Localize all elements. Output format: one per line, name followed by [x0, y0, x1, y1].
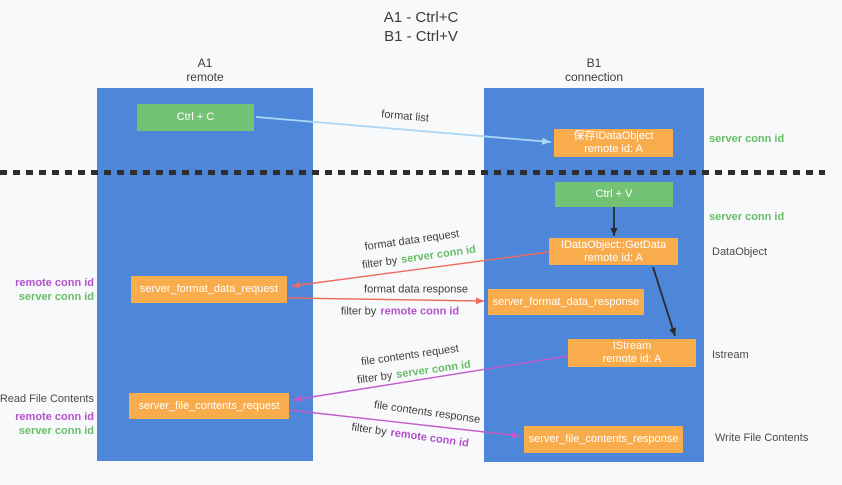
label-dataobject: DataObject — [712, 246, 768, 258]
node-istream-line1: IStream — [612, 340, 652, 352]
label-istream: Istream — [712, 349, 749, 361]
node-ctrl-v: Ctrl + V — [555, 182, 673, 207]
label-read-file-contents: Read File Contents — [0, 393, 94, 405]
lane-header-b1: B1 connection — [484, 56, 704, 84]
node-server-format-data-request: server_format_data_request — [131, 276, 287, 303]
node-file-request-label: server_file_contents_request — [138, 399, 280, 412]
node-istream: IStream remote id: A — [568, 339, 696, 367]
label-server-conn-id-left-mid: server conn id — [18, 291, 94, 303]
node-ctrl-c-label: Ctrl + C — [176, 111, 215, 123]
node-getdata-line2: remote id: A — [584, 251, 643, 264]
node-save-idataobject-line1: 保存IDataObject — [573, 130, 654, 142]
lane-b1-name: B1 — [586, 56, 602, 70]
label-server-conn-id-right-top: server conn id — [709, 133, 785, 145]
arrow-format-data-response — [287, 297, 485, 305]
label-server-conn-id-right-mid: server conn id — [709, 211, 785, 223]
node-file-response-label: server_file_contents_response — [528, 433, 679, 445]
label-remote-conn-id-text-1: remote conn id — [380, 305, 460, 318]
arrow-file-contents-request — [292, 355, 569, 403]
node-getdata-line1: IDataObject::GetData — [560, 238, 667, 251]
label-remote-conn-id-left-bottom: remote conn id — [15, 411, 94, 423]
label-format-data-response: format data response — [364, 283, 468, 296]
dotted-separator-line — [0, 170, 825, 175]
label-server-conn-id-left-bottom: server conn id — [18, 425, 94, 437]
lane-b1-subtitle: connection — [564, 70, 624, 84]
label-remote-conn-id-left-mid: remote conn id — [15, 277, 94, 289]
arrow-format-data-request — [291, 251, 550, 289]
node-ctrl-c: Ctrl + C — [137, 104, 254, 131]
arrow-getdata-to-istream — [652, 266, 676, 337]
node-istream-line2: remote id: A — [602, 353, 662, 365]
title-line-1: A1 - Ctrl+C — [383, 9, 459, 26]
node-server-format-data-response: server_format_data_response — [488, 289, 644, 315]
node-format-request-label: server_format_data_request — [139, 283, 279, 295]
node-ctrl-v-label: Ctrl + V — [595, 188, 633, 200]
lane-a1-subtitle: remote — [186, 70, 224, 84]
node-idataobject-getdata: IDataObject::GetData remote id: A — [549, 238, 678, 265]
arrow-file-contents-response — [288, 409, 521, 439]
node-format-response-label: server_format_data_response — [492, 295, 640, 308]
lane-header-a1: A1 remote — [97, 56, 313, 84]
label-filter-by-text-2: filter by — [340, 305, 377, 318]
node-server-file-contents-request: server_file_contents_request — [129, 393, 289, 419]
node-server-file-contents-response: server_file_contents_response — [524, 426, 683, 453]
title-line-2: B1 - Ctrl+V — [384, 28, 458, 45]
node-save-idataobject: 保存IDataObject remote id: A — [554, 129, 673, 157]
diagram-title: A1 - Ctrl+C B1 - Ctrl+V — [0, 8, 842, 46]
lane-a1-name: A1 — [197, 56, 213, 70]
label-write-file-contents: Write File Contents — [715, 432, 809, 444]
arrow-format-list — [255, 116, 552, 145]
node-save-idataobject-line2: remote id: A — [584, 143, 643, 155]
